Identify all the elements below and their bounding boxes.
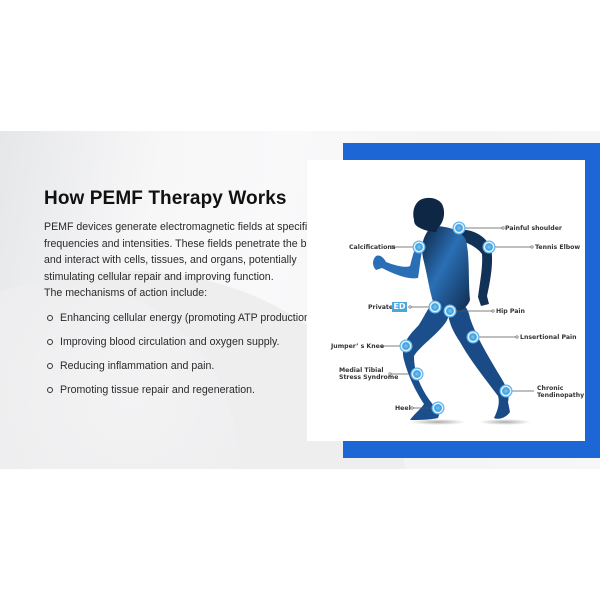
label-painful-shoulder: Painful shoulder [505, 225, 562, 232]
ed-badge: ED [392, 302, 407, 312]
label-tennis-elbow: Tennis Elbow [535, 244, 581, 251]
list-item: Enhancing cellular energy (promoting ATP… [44, 310, 316, 334]
list-item-text: Reducing inflammation and pain. [60, 360, 215, 372]
label-private: Private [368, 304, 394, 311]
label-insertional-pain: Lnsertional Pain [520, 334, 577, 341]
label-chronic-line2: Tendinopathy [537, 392, 585, 399]
label-medial-tibial-line2: Stress Syndrome [339, 374, 399, 381]
mechanisms-list: Enhancing cellular energy (promoting ATP… [44, 310, 316, 406]
bullet-circle-icon [47, 363, 53, 369]
bullet-circle-icon [47, 339, 53, 345]
list-item: Promoting tissue repair and regeneration… [44, 382, 316, 406]
paragraph-line: frequencies and intensities. These field… [44, 237, 324, 250]
label-jumpers-knee: Jumper’ s Knee [331, 343, 385, 350]
label-hip-pain: Hip Pain [496, 308, 525, 315]
slide-title: How PEMF Therapy Works [44, 188, 287, 209]
list-item: Improving blood circulation and oxygen s… [44, 334, 316, 358]
paragraph-line: and interact with cells, tissues, and or… [44, 254, 297, 266]
bullet-circle-icon [47, 387, 53, 393]
list-item-text: Enhancing cellular energy (promoting ATP… [60, 312, 317, 324]
label-chronic-line1: Chronic [537, 385, 564, 392]
list-item-text: Improving blood circulation and oxygen s… [60, 336, 280, 348]
label-medial-tibial-line1: Medial Tibial [339, 367, 384, 374]
paragraph-line: The mechanisms of action include: [44, 287, 208, 299]
bullet-circle-icon [47, 315, 53, 321]
list-item-text: Promoting tissue repair and regeneration… [60, 384, 255, 396]
paragraph-line: PEMF devices generate electromagnetic fi… [44, 221, 313, 233]
intro-paragraph: PEMF devices generate electromagnetic fi… [44, 219, 324, 302]
pain-point-markers [399, 221, 513, 415]
list-item: Reducing inflammation and pain. [44, 358, 316, 382]
paragraph-line: stimulating cellular repair and improvin… [44, 270, 274, 283]
label-calcifications: Calcifications [349, 244, 396, 251]
running-man-illustration [373, 197, 534, 425]
label-heel: Heel [395, 405, 411, 412]
